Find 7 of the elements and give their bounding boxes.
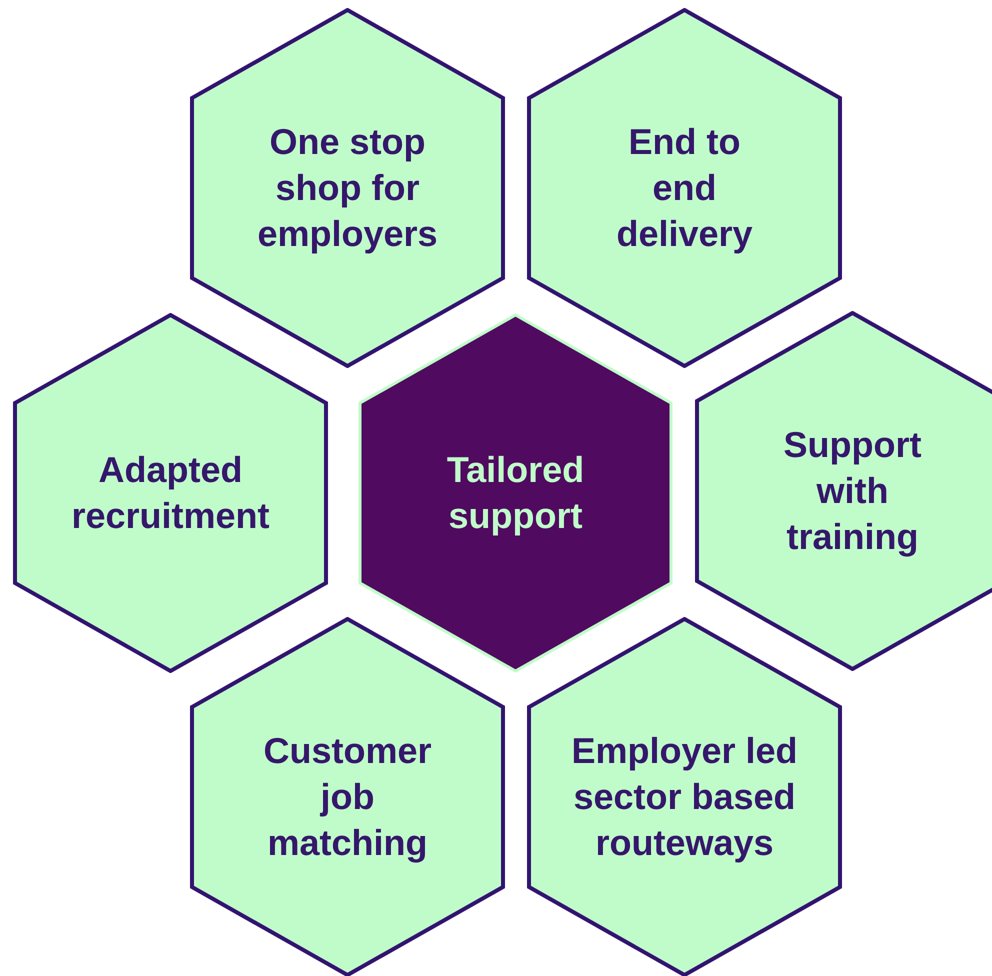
- hexagon-label: Tailored support: [446, 448, 586, 538]
- hexagon-label: One stop shop for employers: [256, 120, 439, 256]
- hexagon-label: Customer job matching: [262, 729, 433, 865]
- hexagon-label: Support with training: [782, 423, 922, 559]
- hexagon-label: Adapted recruitment: [70, 448, 271, 538]
- hexagon-label: Employer led sector based routeways: [570, 729, 799, 865]
- hexagon-label: End to end delivery: [615, 120, 754, 256]
